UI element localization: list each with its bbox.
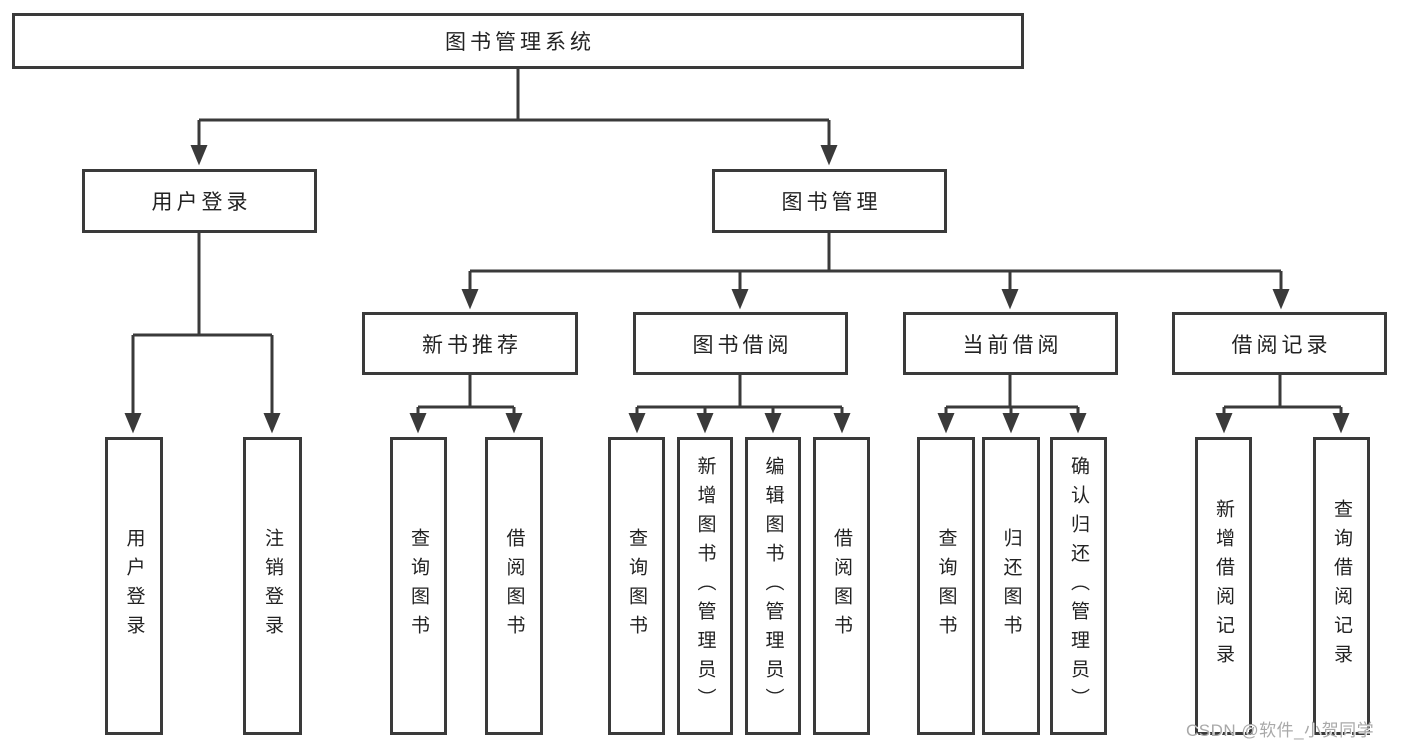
node-leaf-user-login: 用户登录 [105,437,163,735]
node-book-borrow: 图书借阅 [633,312,848,375]
node-label: 图书管理系统 [445,31,595,54]
node-leaf-query-books-3: 查询图书 [917,437,975,735]
node-user-login: 用户登录 [82,169,317,233]
node-label: 查询图书 [935,528,957,644]
node-leaf-add-borrow-record: 新增借阅记录 [1195,437,1252,735]
node-label: 编辑图书（管理员） [762,455,784,717]
node-leaf-query-books-1: 查询图书 [390,437,447,735]
node-leaf-confirm-return-admin: 确认归还（管理员） [1050,437,1107,735]
node-label: 新增借阅记录 [1213,499,1234,673]
node-leaf-query-borrow-record: 查询借阅记录 [1313,437,1370,735]
node-leaf-add-books-admin: 新增图书（管理员） [677,437,733,735]
node-book-management: 图书管理 [712,169,947,233]
node-new-book-recommend: 新书推荐 [362,312,578,375]
node-label: 图书管理 [781,191,882,214]
node-leaf-borrow-books-2: 借阅图书 [813,437,870,735]
node-label: 归还图书 [1000,528,1022,644]
node-label: 查询图书 [626,528,647,644]
node-label: 查询借阅记录 [1331,499,1352,673]
node-root-library-system: 图书管理系统 [12,13,1024,69]
node-leaf-borrow-books-1: 借阅图书 [485,437,543,735]
node-leaf-query-books-2: 查询图书 [608,437,665,735]
node-label: 借阅图书 [503,528,525,644]
node-label: 查询图书 [408,528,429,644]
node-label: 新增图书（管理员） [694,455,716,717]
node-leaf-logout: 注销登录 [243,437,302,735]
node-label: 借阅记录 [1231,333,1332,357]
node-leaf-return-books: 归还图书 [982,437,1040,735]
node-label: 注销登录 [262,528,283,644]
csdn-watermark: CSDN @软件_小贺同学 [1186,721,1375,740]
node-label: 确认归还（管理员） [1068,455,1089,717]
node-label: 当前借阅 [962,333,1063,357]
node-leaf-edit-books-admin: 编辑图书（管理员） [745,437,801,735]
node-label: 用户登录 [123,528,145,644]
node-borrow-records: 借阅记录 [1172,312,1387,375]
node-label: 用户登录 [151,191,252,214]
node-label: 新书推荐 [422,333,522,357]
node-current-borrow: 当前借阅 [903,312,1118,375]
node-label: 图书借阅 [692,333,793,357]
node-label: 借阅图书 [831,528,852,644]
